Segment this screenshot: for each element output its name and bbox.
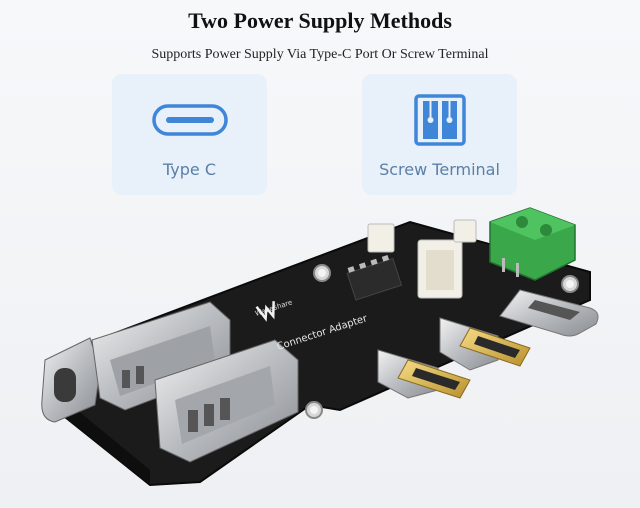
- screw-terminal-label: Screw Terminal: [379, 160, 500, 179]
- jst-connector-small: [453, 219, 477, 243]
- ic-chip: [346, 257, 403, 301]
- usb-type-c-port: [499, 289, 599, 337]
- usb-type-c-port: [41, 337, 101, 423]
- page-title: Two Power Supply Methods: [188, 8, 452, 33]
- screw-terminal-icon: [414, 94, 466, 146]
- brand-logo-icon: [255, 301, 275, 322]
- hdmi-port: [154, 339, 299, 463]
- jst-connector-small: [367, 223, 395, 253]
- screw-terminal-option-card: Screw Terminal: [362, 74, 517, 195]
- type-c-label: Type C: [162, 160, 216, 179]
- screw-terminal-block: [489, 207, 576, 281]
- mini-hdmi-connector: [377, 349, 471, 399]
- usb-type-c-icon: [152, 104, 228, 136]
- type-c-option-card: Type C: [112, 74, 267, 195]
- page-subtitle: Supports Power Supply Via Type-C Port Or…: [151, 47, 489, 62]
- connector-adapter-board-illustration: Waveshare Connector Adapter: [41, 207, 599, 487]
- mini-hdmi-connector: [439, 317, 531, 371]
